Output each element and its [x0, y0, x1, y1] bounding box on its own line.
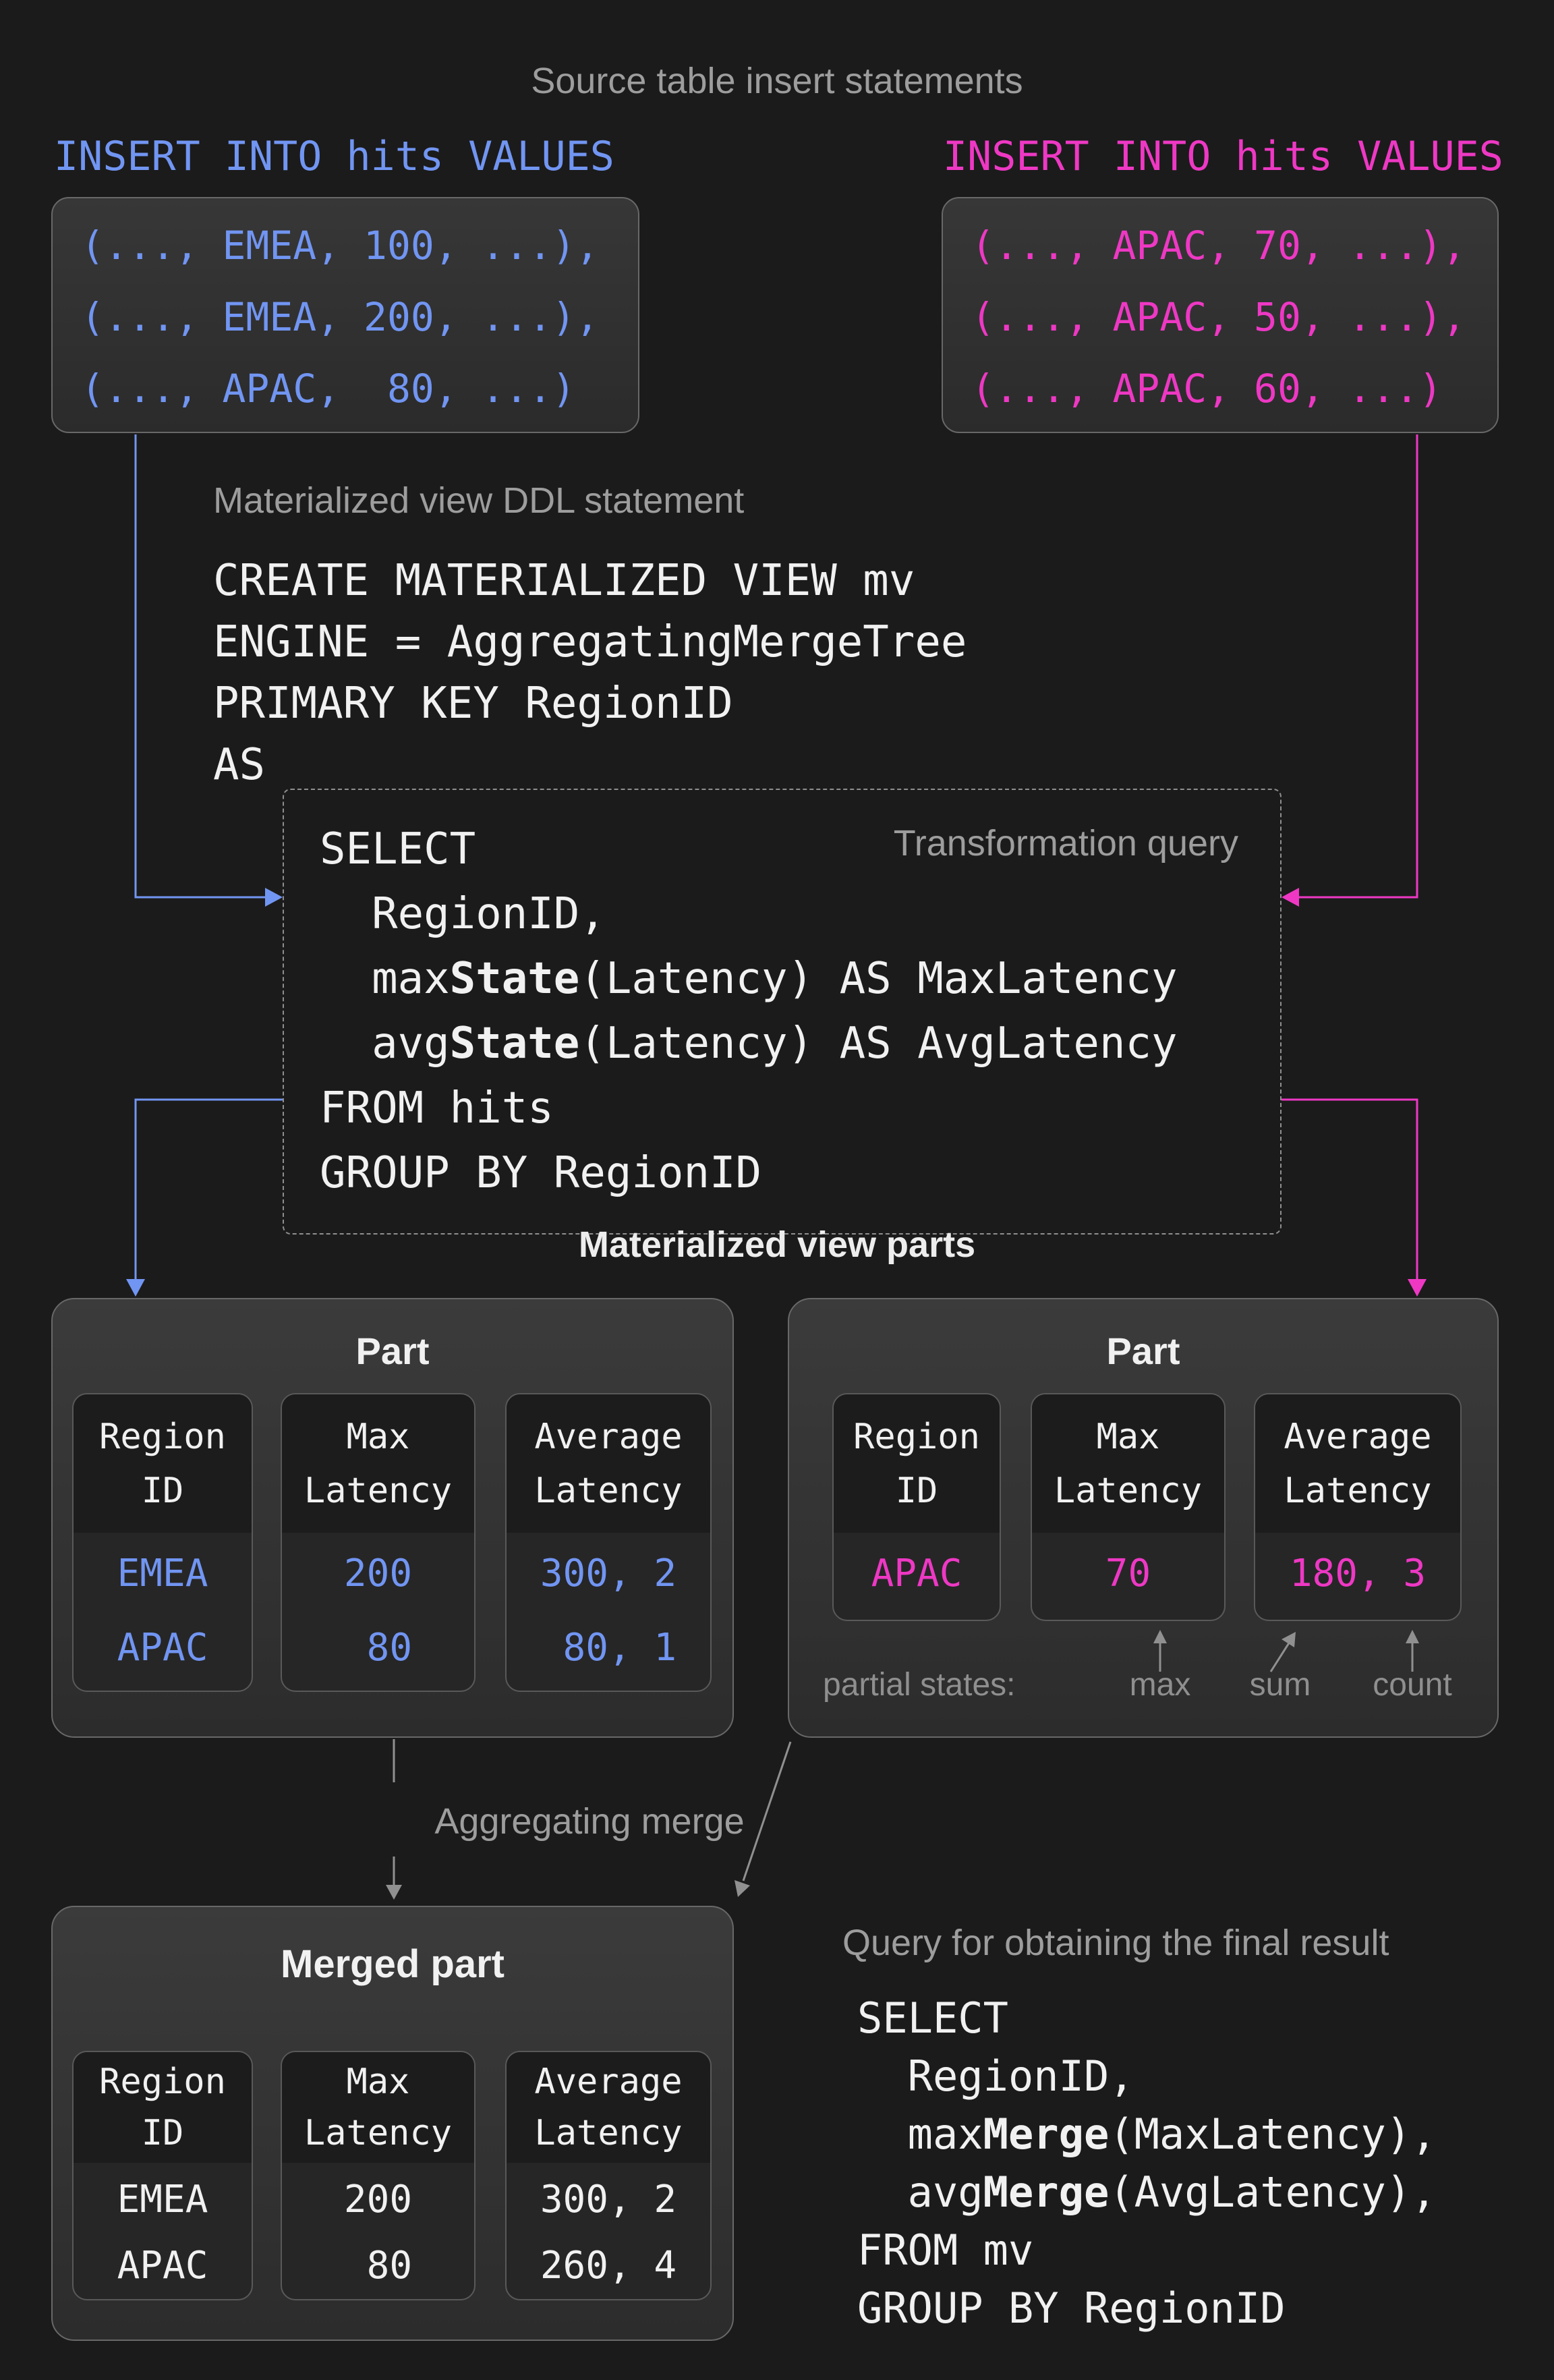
part-right-col-avg: Average Latency 180, 3 — [1254, 1393, 1462, 1621]
part-left-col-max-header: Max Latency — [282, 1394, 474, 1533]
column-header-line: Average — [534, 1416, 683, 1457]
part-right-col-region-values: APAC — [871, 1552, 962, 1595]
column-header-line: ID — [141, 2113, 184, 2153]
part-left-col-region-header: Region ID — [74, 1394, 252, 1533]
final-query-code: SELECT RegionID, maxMerge(MaxLatency), a… — [857, 1993, 1437, 2333]
blue-arrowhead-into-part-icon — [126, 1279, 145, 1297]
pink-connector-insert-to-query — [1296, 434, 1418, 899]
insert-right-rows: (..., APAC, 70, ...), (..., APAC, 50, ..… — [971, 223, 1466, 412]
part-right-col-region: Region ID APAC — [832, 1393, 1001, 1621]
part-left-col-avg-header: Average Latency — [507, 1394, 710, 1533]
part-right-col-max-header: Max Latency — [1032, 1394, 1224, 1533]
column-header-line: ID — [141, 1470, 184, 1511]
column-header-line: Max — [346, 1416, 410, 1457]
insert-left-heading: INSERT INTO hits VALUES — [54, 133, 614, 180]
partial-states-label: partial states: — [823, 1667, 1016, 1703]
part-right-col-max-values: 70 — [1105, 1552, 1151, 1595]
column-header-line: Latency — [534, 1470, 683, 1511]
column-header-line: Latency — [1284, 1470, 1432, 1511]
part-right-col-max: Max Latency 70 — [1031, 1393, 1226, 1621]
insert-right-heading: INSERT INTO hits VALUES — [943, 133, 1503, 180]
column-header-line: ID — [895, 1470, 938, 1511]
column-header-line: Latency — [304, 1470, 453, 1511]
merged-col-max-header: Max Latency — [282, 2052, 474, 2163]
blue-arrowhead-into-query-icon — [265, 888, 283, 907]
column-header-line: Latency — [1054, 1470, 1203, 1511]
page-title: Source table insert statements — [531, 61, 1023, 101]
pink-arrowhead-into-query-icon — [1282, 888, 1299, 907]
final-query-label: Query for obtaining the final result — [842, 1923, 1389, 1963]
merged-col-avg-values: 300, 2 260, 4 — [540, 2178, 677, 2288]
part-right-col-region-header: Region ID — [834, 1394, 1000, 1533]
merged-col-max: Max Latency 200 80 — [281, 2051, 476, 2300]
merged-col-avg-header: Average Latency — [507, 2052, 710, 2163]
pink-arrowhead-into-part-icon — [1408, 1279, 1427, 1297]
partial-state-max: max — [1129, 1667, 1191, 1703]
part-right-col-avg-values: 180, 3 — [1289, 1552, 1427, 1595]
merged-col-avg: Average Latency 300, 2 260, 4 — [505, 2051, 712, 2300]
column-header-line: Max — [346, 2062, 410, 2102]
parts-section-heading: Materialized view parts — [578, 1224, 976, 1265]
part-left-col-region-values: EMEA APAC — [117, 1552, 208, 1670]
aggregating-merge-label: Aggregating merge — [434, 1801, 745, 1842]
part-left-col-avg: Average Latency 300, 2 80, 1 — [505, 1393, 712, 1692]
part-left-col-max-values: 200 80 — [343, 1552, 413, 1670]
column-header-line: Region — [99, 2062, 226, 2102]
transformation-query-box — [283, 789, 1282, 1235]
insert-left-rows: (..., EMEA, 100, ...), (..., EMEA, 200, … — [81, 223, 600, 412]
column-header-line: Latency — [534, 2113, 683, 2153]
partial-state-count: count — [1373, 1667, 1452, 1703]
part-left-col-region: Region ID EMEA APAC — [72, 1393, 253, 1692]
transformation-query-label: Transformation query — [893, 823, 1238, 863]
column-header-line: Average — [1284, 1416, 1432, 1457]
merged-part-title: Merged part — [281, 1942, 505, 1986]
gray-arrowhead-left-icon — [386, 1885, 402, 1900]
part-right-col-avg-header: Average Latency — [1255, 1394, 1460, 1533]
part-left-col-max: Max Latency 200 80 — [281, 1393, 476, 1692]
partial-state-sum: sum — [1249, 1667, 1311, 1703]
merged-col-region-values: EMEA APAC — [117, 2178, 208, 2288]
part-left-col-avg-values: 300, 2 80, 1 — [540, 1552, 677, 1670]
column-header-line: Average — [534, 2062, 683, 2102]
insert-left-box: (..., EMEA, 100, ...), (..., EMEA, 200, … — [51, 197, 639, 433]
column-header-line: Latency — [304, 2113, 453, 2153]
column-header-line: Region — [853, 1416, 980, 1457]
column-header-line: Region — [99, 1416, 226, 1457]
insert-right-box: (..., APAC, 70, ...), (..., APAC, 50, ..… — [942, 197, 1499, 433]
merged-col-region: Region ID EMEA APAC — [72, 2051, 253, 2300]
merged-col-max-values: 200 80 — [343, 2178, 413, 2288]
transformation-query-code: SELECT RegionID, maxState(Latency) AS Ma… — [320, 824, 1178, 1198]
column-header-line: Max — [1096, 1416, 1160, 1457]
part-left-title: Part — [355, 1330, 430, 1372]
ddl-label: Materialized view DDL statement — [213, 480, 745, 521]
part-right-title: Part — [1106, 1330, 1180, 1372]
merged-col-region-header: Region ID — [74, 2052, 252, 2163]
ddl-code: CREATE MATERIALIZED VIEW mv ENGINE = Agg… — [213, 556, 967, 790]
gray-arrowhead-right-icon — [735, 1880, 750, 1897]
